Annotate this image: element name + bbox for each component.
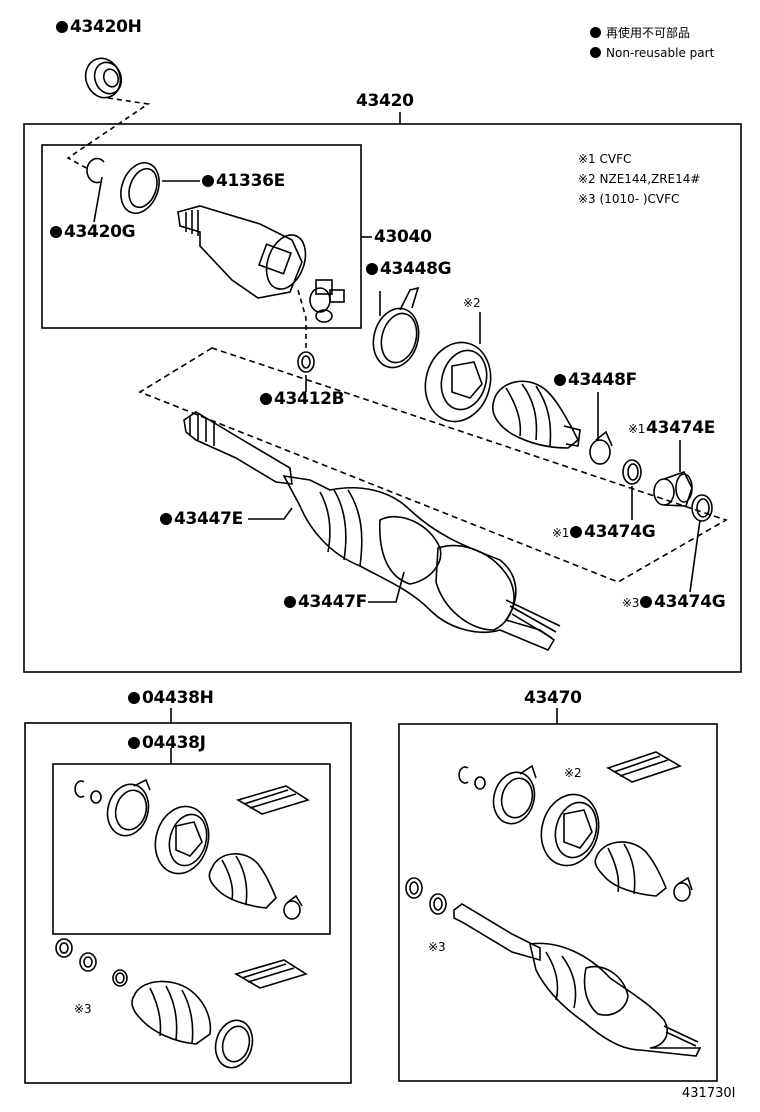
leader-43420G (93, 176, 103, 223)
legend-ja: 再使用不可部品 (590, 26, 690, 41)
tripod-spider-icon (309, 279, 345, 323)
assembly-43470-frame (398, 723, 718, 1082)
non-reusable-dot-icon (554, 374, 566, 386)
leader-43474G-3 (689, 519, 701, 593)
non-reusable-dot-icon (366, 263, 378, 275)
label-41336E[interactable]: 41336E (202, 171, 285, 191)
drive-shaft-icon (183, 411, 561, 652)
kit-04438H-frame (24, 722, 352, 1084)
ring-41336E-icon (120, 162, 160, 214)
inner-joint-housing-icon (177, 205, 307, 299)
seal-43420H-icon (84, 57, 123, 99)
label-43420H[interactable]: 43420H (56, 17, 142, 37)
dashed-assembly-outline (138, 347, 728, 583)
clamp-43448G-icon (372, 286, 420, 369)
non-reusable-dot-icon (284, 596, 296, 608)
note-3: ※3 (1010- )CVFC (578, 192, 680, 206)
label-04438J[interactable]: 04438J (128, 733, 206, 753)
note-2: ※2 NZE144,ZRE14# (578, 172, 701, 186)
label-43412B[interactable]: 43412B (260, 389, 345, 409)
dashed-43420H (66, 97, 151, 171)
assembly-43470-parts-icon (405, 751, 702, 1057)
kit-04438J-parts-icon (74, 778, 310, 920)
damper-43474E-icon (653, 471, 693, 507)
non-reusable-dot-icon (128, 692, 140, 704)
non-reusable-dot-icon (202, 175, 214, 187)
figure-id: 431730I (682, 1086, 736, 1101)
label-43447F[interactable]: 43447F (284, 592, 367, 612)
label-43447E[interactable]: 43447E (160, 509, 243, 529)
dashed-spider (297, 289, 307, 348)
ring-43474G-mark3-icon (691, 494, 713, 522)
mark-2-label: ※2 (463, 296, 481, 310)
non-reusable-dot-icon (640, 596, 653, 608)
label-43420[interactable]: 43420 (356, 91, 414, 111)
non-reusable-dot-icon (56, 21, 68, 33)
non-reusable-dot-icon (260, 393, 272, 405)
note-1: ※1 CVFC (578, 152, 632, 166)
non-reusable-dot-icon (590, 27, 601, 38)
inner-boot-icon (492, 380, 581, 449)
non-reusable-dot-icon (160, 513, 172, 525)
non-reusable-dot-icon (570, 526, 583, 538)
label-43448F[interactable]: 43448F (554, 370, 637, 390)
legend-en: Non-reusable part (590, 46, 714, 61)
label-43040[interactable]: 43040 (374, 227, 432, 247)
label-43448G[interactable]: 43448G (366, 259, 452, 279)
clamp-43448F-icon (589, 430, 613, 465)
assembly-43420-frame (23, 123, 742, 673)
label-43420G[interactable]: 43420G (50, 222, 136, 242)
kit-04438H-parts-icon (55, 938, 308, 1069)
kit-04438J-frame (52, 763, 331, 935)
snap-ring-43420G-icon (86, 157, 105, 184)
label-43470[interactable]: 43470 (524, 688, 582, 708)
non-reusable-dot-icon (50, 226, 62, 238)
leader-43447F (368, 571, 405, 603)
mark-3-label-43470: ※3 (428, 940, 446, 954)
ring-43474G-mark1-icon (622, 459, 642, 485)
washer-43412B-icon (297, 351, 315, 373)
non-reusable-dot-icon (590, 47, 601, 58)
mark-3-label-04438H: ※3 (74, 1002, 92, 1016)
label-43474E[interactable]: ※143474E (628, 418, 716, 438)
boot-ring-mark2-icon (424, 341, 492, 423)
label-04438H[interactable]: 04438H (128, 688, 214, 708)
non-reusable-dot-icon (128, 737, 140, 749)
mark-2-label-43470: ※2 (564, 766, 582, 780)
leader-43447E (248, 507, 293, 520)
